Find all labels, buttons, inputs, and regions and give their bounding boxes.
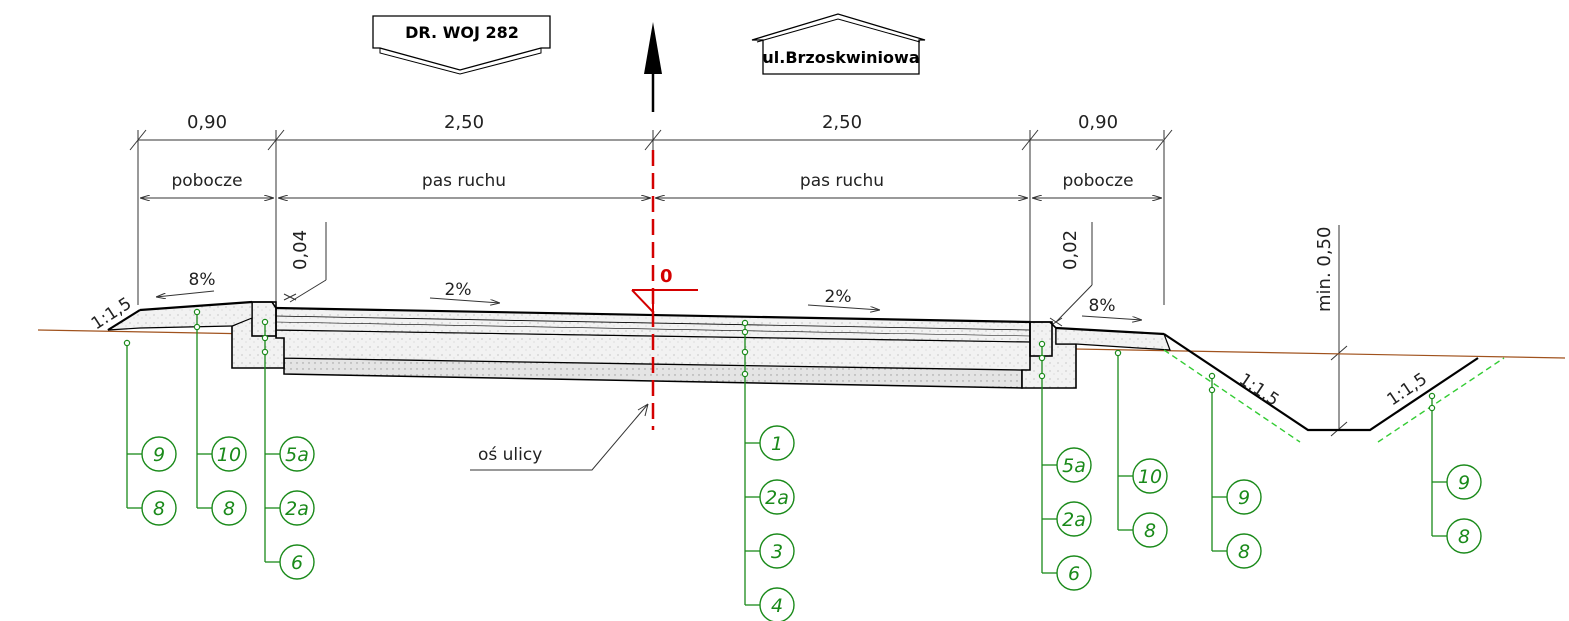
callout-anchor-dot xyxy=(741,370,749,378)
axis-label-leader: oś ulicy xyxy=(470,403,649,471)
callout-circle xyxy=(1446,464,1482,500)
road-axis: 0 xyxy=(631,150,698,430)
callout-anchor-dot xyxy=(741,328,749,336)
road-structure xyxy=(107,300,1505,443)
width-dimensions: 0,90 2,50 2,50 0,90 xyxy=(129,112,1173,325)
left-shoulder-label: pobocze xyxy=(171,171,242,191)
callout-label: 5a xyxy=(1062,455,1086,477)
callout-anchor-dot xyxy=(1038,372,1046,380)
callout-group-ditch-right-slope: 98 xyxy=(1428,392,1482,554)
callout-label: 2a xyxy=(765,487,789,509)
callout-group-left-edge: 98 xyxy=(123,339,177,526)
callout-anchor-dot xyxy=(261,318,269,326)
callout-label: 10 xyxy=(217,444,241,466)
callout-circle xyxy=(279,490,315,526)
callout-anchor-dot xyxy=(123,339,131,347)
callout-label: 10 xyxy=(1138,466,1162,488)
callout-anchor-dot xyxy=(1038,354,1046,362)
callout-anchor-dot xyxy=(741,348,749,356)
callout-circle xyxy=(141,490,177,526)
callout-circle xyxy=(759,479,795,515)
callout-circle xyxy=(1226,479,1262,515)
ditch-left-slope: 1:1,5 xyxy=(1235,370,1282,411)
callout-circle xyxy=(759,533,795,569)
callout-circle xyxy=(1132,512,1168,548)
callout-label: 8 xyxy=(1144,520,1156,542)
callout-group-right-curb: 5a 2a 6 xyxy=(1038,340,1092,591)
callout-anchor-dot xyxy=(193,323,201,331)
zero-level-mark: 0 xyxy=(660,266,673,287)
callout-group-left-curb: 5a 2a 6 xyxy=(261,318,315,580)
callout-anchor-dot xyxy=(1208,372,1216,380)
callout-label: 9 xyxy=(1458,472,1470,494)
callout-anchor-dot xyxy=(261,348,269,356)
callout-circle xyxy=(759,425,795,461)
right-shoulder-width: 0,90 xyxy=(1078,112,1118,133)
callout-circle xyxy=(1056,501,1092,537)
right-curb-height: 0,02 xyxy=(1060,230,1081,270)
left-sign-text: DR. WOJ 282 xyxy=(405,23,519,42)
zone-labels: pobocze pas ruchu pas ruchu pobocze xyxy=(140,171,1162,198)
callout-circle xyxy=(1132,458,1168,494)
north-arrow-icon xyxy=(644,22,662,112)
right-sign-text: ul.Brzoskwiniowa xyxy=(762,48,919,67)
left-shoulder-width: 0,90 xyxy=(187,112,227,133)
left-lane-slope: 2% xyxy=(445,280,472,300)
callout-label: 9 xyxy=(1238,487,1250,509)
callout-anchor-dot xyxy=(1114,349,1122,357)
callout-circle xyxy=(211,436,247,472)
left-curb-height: 0,04 xyxy=(290,230,311,270)
callout-circle xyxy=(141,436,177,472)
left-shoulder-slope: 8% xyxy=(189,270,216,290)
callout-label: 3 xyxy=(771,541,783,563)
callout-circle xyxy=(1226,533,1262,569)
callout-circle xyxy=(1446,518,1482,554)
callout-label: 6 xyxy=(1068,563,1080,585)
callout-circle xyxy=(211,490,247,526)
ditch-depth-dim: min. 0,50 xyxy=(1314,225,1348,437)
right-shoulder-slope: 8% xyxy=(1089,296,1116,316)
callout-label: 8 xyxy=(1458,526,1470,548)
callout-label: 8 xyxy=(153,498,165,520)
callout-label: 6 xyxy=(291,552,303,574)
callout-label: 1 xyxy=(771,433,783,455)
callout-label: 2a xyxy=(285,498,309,520)
direction-sign-left: DR. WOJ 282 xyxy=(372,15,551,75)
callout-anchor-dot xyxy=(741,319,749,327)
callout-anchor-dot xyxy=(1428,404,1436,412)
callout-label: 9 xyxy=(153,444,165,466)
ditch-depth-text: min. 0,50 xyxy=(1314,227,1335,312)
right-lane-label: pas ruchu xyxy=(800,171,884,191)
callout-label: 8 xyxy=(223,498,235,520)
callout-circle xyxy=(279,436,315,472)
callout-group-center: 1 2a 3 4 xyxy=(741,319,795,621)
callout-label: 4 xyxy=(771,595,783,617)
callout-label: 8 xyxy=(1238,541,1250,563)
callout-circle xyxy=(759,587,795,621)
callout-anchor-dot xyxy=(1428,392,1436,400)
right-lane-slope: 2% xyxy=(825,287,852,307)
callout-label: 2a xyxy=(1062,509,1086,531)
curb-height-dims: 0,04 0,02 xyxy=(283,222,1093,327)
callout-anchor-dot xyxy=(1038,340,1046,348)
direction-sign-right: ul.Brzoskwiniowa xyxy=(751,13,926,75)
callout-anchor-dot xyxy=(1208,386,1216,394)
right-lane-width: 2,50 xyxy=(822,112,862,133)
callout-label: 5a xyxy=(285,444,309,466)
left-lane-label: pas ruchu xyxy=(422,171,506,191)
right-shoulder-label: pobocze xyxy=(1062,171,1133,191)
callout-group-right-shoulder: 10 8 xyxy=(1114,349,1168,548)
callout-anchor-dot xyxy=(193,308,201,316)
callout-anchor-dot xyxy=(261,334,269,342)
left-lane-width: 2,50 xyxy=(444,112,484,133)
callout-circle xyxy=(1056,555,1092,591)
callout-group-left-shoulder: 10 8 xyxy=(193,308,247,526)
callout-circle xyxy=(279,544,315,580)
axis-label: oś ulicy xyxy=(478,445,542,465)
callout-circle xyxy=(1056,447,1092,483)
callout-group-ditch-left-slope: 98 xyxy=(1208,372,1262,569)
